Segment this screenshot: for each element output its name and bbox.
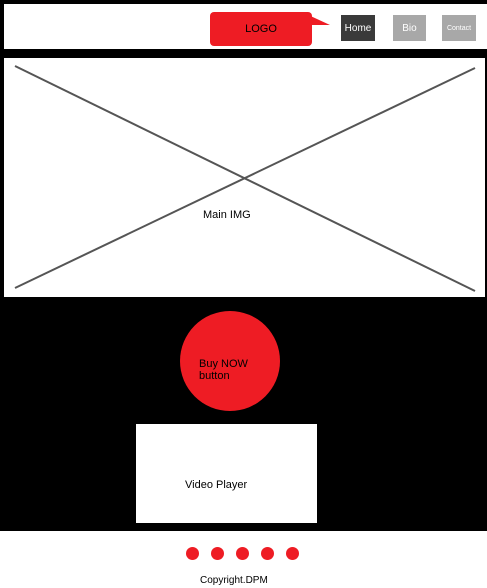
copyright-text: Copyright.DPM (200, 575, 268, 586)
carousel-dot[interactable] (186, 547, 199, 560)
footer: Copyright.DPM (0, 531, 487, 588)
carousel-dots (186, 547, 299, 560)
nav-contact-label: Contact (446, 24, 472, 32)
logo-label: LOGO (245, 23, 277, 35)
header: LOGO Home Bio Contact (4, 4, 487, 49)
cross-line-2 (14, 67, 476, 289)
image-placeholder-cross-icon (14, 65, 476, 292)
nav-home-label: Home (344, 22, 372, 34)
main-image-label: Main IMG (203, 209, 251, 221)
video-player[interactable]: Video Player (136, 424, 317, 523)
nav-bio-button[interactable]: Bio (393, 15, 426, 41)
buy-now-button[interactable]: Buy NOW button (180, 311, 280, 411)
logo[interactable]: LOGO (210, 12, 312, 46)
carousel-dot[interactable] (236, 547, 249, 560)
buy-now-label: Buy NOW button (199, 358, 248, 382)
nav-contact-button[interactable]: Contact (442, 15, 476, 41)
nav-home-button[interactable]: Home (341, 15, 375, 41)
carousel-dot[interactable] (261, 547, 274, 560)
carousel-dot[interactable] (286, 547, 299, 560)
carousel-dot[interactable] (211, 547, 224, 560)
nav-bio-label: Bio (402, 22, 417, 34)
video-player-label: Video Player (185, 479, 248, 491)
main-image-placeholder: Main IMG (4, 58, 485, 297)
